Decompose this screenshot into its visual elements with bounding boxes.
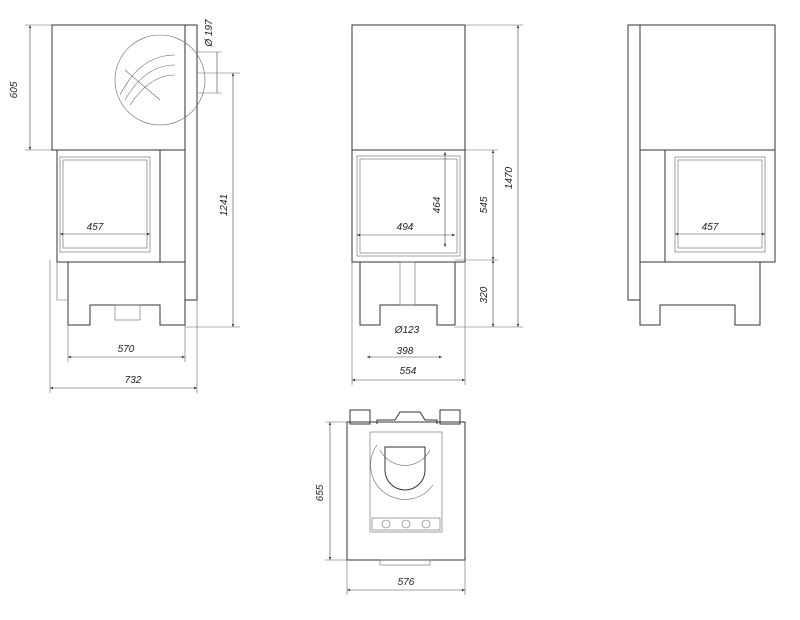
glass-door	[664, 149, 776, 263]
dim-air-inlet: Ø123	[394, 325, 420, 336]
glass-door	[351, 149, 466, 263]
dim-570: 570	[118, 344, 135, 355]
dim-1241: 1241	[219, 194, 230, 216]
upper-casing	[51, 24, 186, 151]
left-side-view: 605 Ø 197 1241 457 570 732	[9, 19, 240, 393]
right-side-view: 457	[627, 24, 776, 326]
dim-605: 605	[9, 81, 20, 98]
dim-655: 655	[315, 484, 326, 501]
detail-circle	[114, 34, 206, 126]
dim-554: 554	[400, 366, 417, 377]
dim-398: 398	[397, 346, 414, 357]
front-view: 494 464 545 320 1470 Ø123 398 554	[351, 24, 523, 385]
dim-320: 320	[479, 286, 490, 303]
top-view: 655 576	[315, 409, 466, 595]
dim-545: 545	[479, 196, 490, 213]
dim-576: 576	[398, 577, 415, 588]
dim-flue-diameter: Ø 197	[204, 19, 215, 48]
dim-464: 464	[432, 196, 443, 213]
dim-494: 494	[397, 222, 414, 233]
dim-457-right: 457	[702, 222, 719, 233]
dim-732: 732	[125, 375, 142, 386]
dim-457-left: 457	[87, 222, 104, 233]
dim-1470: 1470	[504, 166, 515, 189]
glass-door	[56, 149, 161, 263]
